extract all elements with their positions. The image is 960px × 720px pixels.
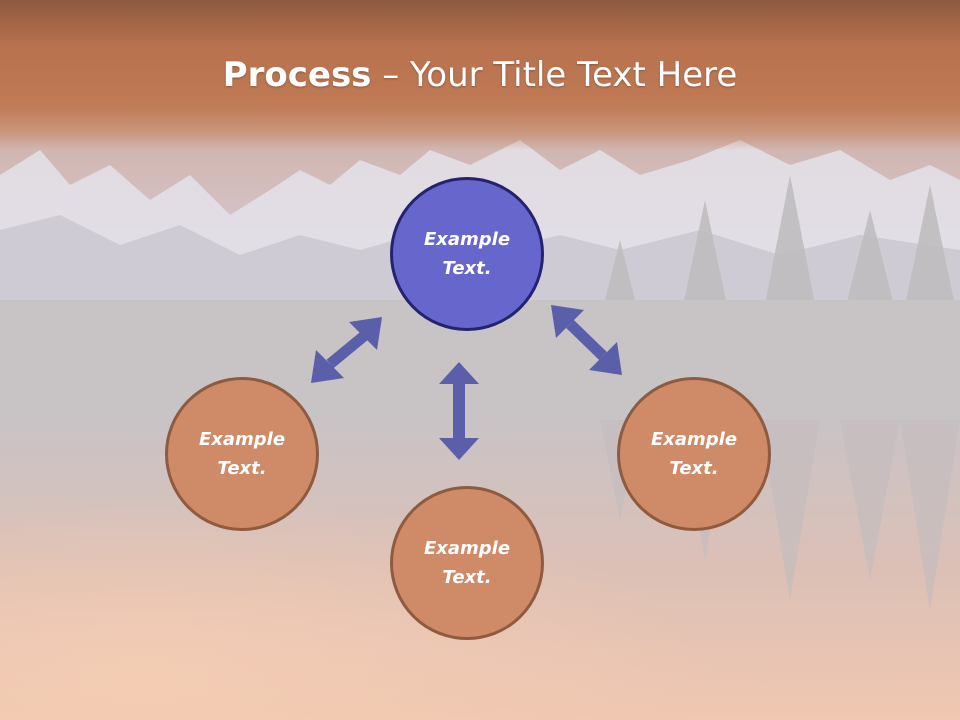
left-circle-text: Example Text.	[198, 429, 286, 479]
center-circle[interactable]: Example Text.	[390, 177, 544, 331]
center-circle-text: Example Text.	[423, 229, 511, 279]
bottom-circle-text: Example Text.	[423, 538, 511, 588]
slide-title[interactable]: Process – Your Title Text Here	[0, 52, 960, 98]
title-bar	[0, 0, 960, 150]
bottom-circle[interactable]: Example Text.	[390, 486, 544, 640]
right-circle-text: Example Text.	[650, 429, 738, 479]
right-circle[interactable]: Example Text.	[617, 377, 771, 531]
left-circle[interactable]: Example Text.	[165, 377, 319, 531]
title-bold-text: Process	[222, 55, 372, 95]
title-rest-text: – Your Title Text Here	[371, 55, 738, 95]
